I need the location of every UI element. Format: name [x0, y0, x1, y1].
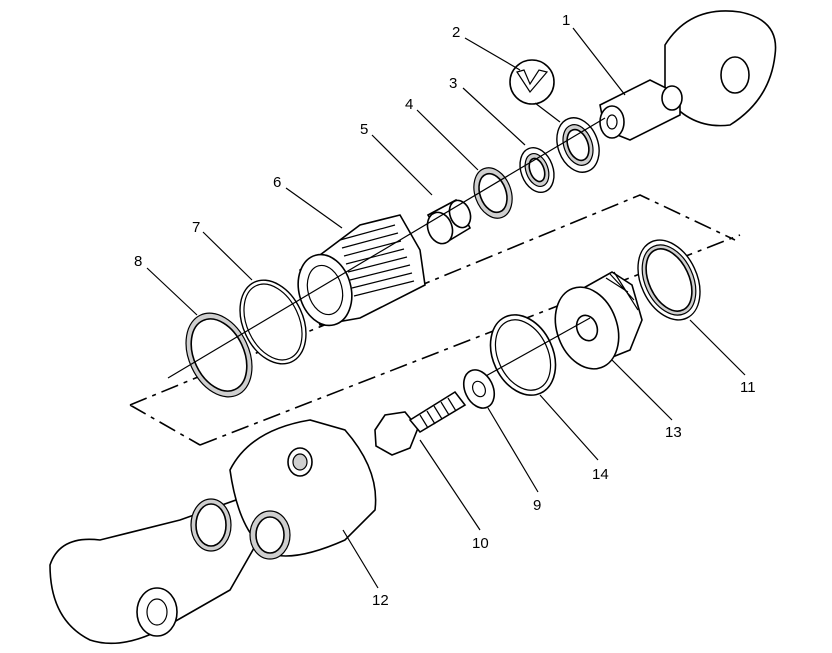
backup-ring-part-4: [473, 167, 513, 219]
callout-8: 8: [134, 253, 142, 270]
leader-3: [462, 87, 526, 146]
callout-1: 1: [562, 12, 570, 29]
leader-8: [146, 267, 198, 316]
callout-4: 4: [405, 96, 413, 113]
bolt-part-10: [374, 390, 467, 456]
leader-7: [202, 231, 253, 281]
callout-14: 14: [592, 466, 609, 483]
cylinder-head-part-6: [297, 214, 426, 327]
leader-10: [419, 439, 481, 531]
leader-2b: [534, 102, 561, 123]
leader-9: [487, 407, 539, 493]
bushing-part-5: [426, 198, 472, 245]
leader-11: [689, 319, 746, 376]
leader-4: [416, 109, 479, 171]
leader-2: [464, 37, 521, 71]
callout-7: 7: [192, 219, 200, 236]
leader-6: [285, 187, 343, 229]
o-ring-part-7: [239, 279, 307, 365]
leader-1: [572, 27, 626, 96]
callout-12: 12: [372, 592, 389, 609]
callout-11: 11: [740, 379, 756, 396]
rod-eye-part-1: [599, 10, 777, 141]
seal-ring-part-11: [637, 239, 701, 321]
callout-6: 6: [273, 174, 281, 191]
callout-9: 9: [533, 497, 541, 514]
v-groove-symbol-icon: [509, 59, 555, 105]
rod-seal-ring: [519, 147, 555, 193]
leader-14: [539, 394, 599, 461]
washer-part-9: [462, 369, 496, 409]
backup-ring-part-8: [185, 312, 253, 398]
callout-2: 2: [452, 24, 460, 41]
callout-5: 5: [360, 121, 368, 138]
leader-5: [371, 134, 433, 196]
leader-12: [342, 529, 379, 589]
callout-3: 3: [449, 75, 457, 92]
piston-part-13: [554, 271, 643, 370]
upper-centerline: [167, 117, 606, 379]
callout-13: 13: [665, 424, 682, 441]
callout-10: 10: [472, 535, 489, 552]
cylinder-barrel-part-12: [49, 419, 377, 645]
leader-13: [611, 359, 673, 421]
lower-centerline: [474, 317, 591, 383]
